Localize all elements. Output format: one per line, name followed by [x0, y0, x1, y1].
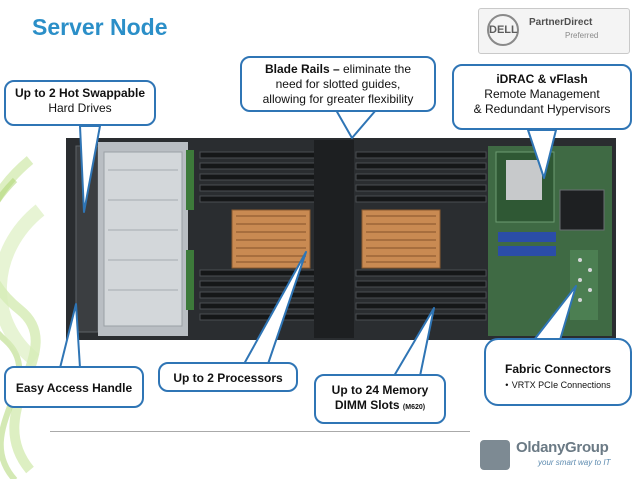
pointer-blade-rails — [335, 109, 377, 139]
callout-blade-rails-line3: allowing for greater flexibility — [262, 92, 414, 106]
pointer-hot-swap — [79, 125, 101, 213]
callout-processors: Up to 2 Processors — [158, 362, 298, 392]
oldany-logo-mark — [480, 440, 510, 470]
callout-handle-text: Easy Access Handle — [15, 381, 133, 395]
callout-hot-swap-drives: Up to 2 Hot Swappable Hard Drives — [4, 80, 156, 126]
callout-idrac-vflash: iDRAC & vFlash Remote Management & Redun… — [452, 64, 632, 130]
slide-title: Server Node — [32, 14, 168, 40]
callout-idrac-line2: Remote Management — [484, 87, 600, 101]
callout-blade-rails-line1: eliminate the — [339, 62, 412, 76]
decorative-swirl — [0, 156, 45, 479]
dell-partnerdirect-logo: DELL PartnerDirect Preferred — [478, 8, 630, 54]
callout-blade-rails-bold: Blade Rails – — [264, 62, 340, 76]
callout-fabric-title: Fabric Connectors — [504, 362, 612, 376]
oldany-group-logo: OldanyGroup your smart way to IT — [478, 438, 628, 474]
callout-memory-line2: DIMM Slots — [334, 398, 400, 412]
callout-memory-line1: Up to 24 Memory — [331, 383, 429, 397]
callout-memory-small: (M620) — [402, 404, 426, 411]
callout-fabric-connectors: Fabric Connectors • VRTX PCIe Connection… — [484, 338, 632, 406]
callout-processors-text: Up to 2 Processors — [173, 371, 283, 385]
callout-hot-swap-line1: Up to 2 Hot Swappable — [14, 86, 145, 100]
callout-easy-access-handle: Easy Access Handle — [4, 366, 144, 408]
oldany-tagline: your smart way to IT — [538, 458, 611, 467]
dell-logo-mark: DELL — [487, 14, 519, 46]
callout-memory-slots: Up to 24 Memory DIMM Slots (M620) — [314, 374, 446, 424]
preferred-text: Preferred — [565, 31, 599, 40]
callout-fabric-bullet: • — [505, 380, 509, 390]
partnerdirect-text: PartnerDirect — [529, 17, 593, 28]
callout-blade-rails: Blade Rails – eliminate the need for slo… — [240, 56, 436, 112]
callout-idrac-title: iDRAC & vFlash — [496, 72, 588, 86]
oldany-name: OldanyGroup — [516, 439, 609, 456]
callout-hot-swap-line2: Hard Drives — [48, 101, 112, 115]
pointer-idrac — [527, 129, 557, 179]
callout-fabric-item: VRTX PCIe Connections — [511, 380, 611, 390]
footer-divider — [50, 431, 470, 432]
callout-blade-rails-line2: need for slotted guides, — [275, 77, 401, 91]
callout-idrac-line3: & Redundant Hypervisors — [473, 102, 611, 116]
